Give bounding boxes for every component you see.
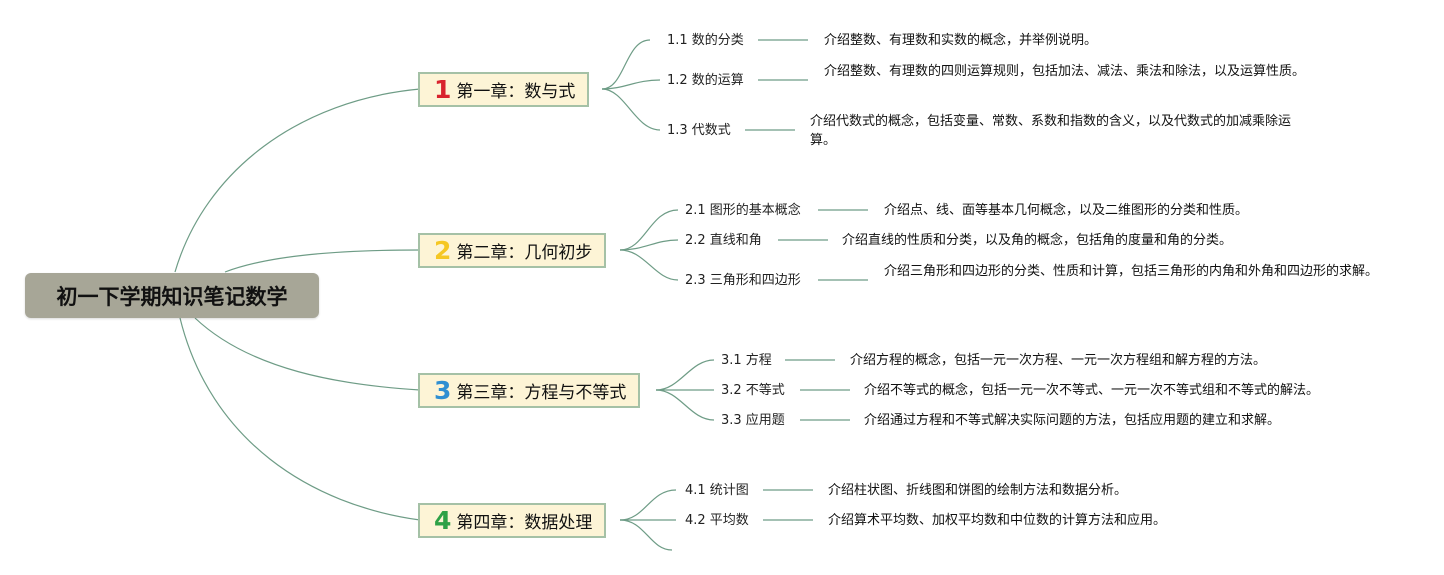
number-1-icon: 1 [434,75,452,104]
section-3-3-desc: 介绍通过方程和不等式解决实际问题的方法，包括应用题的建立和求解。 [864,413,1281,428]
number-2-icon: 2 [434,236,452,265]
section-1-2[interactable]: 1.2 数的运算 [667,73,744,88]
chapter-3-title: 第三章：方程与不等式 [456,383,627,403]
number-4-icon: 4 [434,506,452,535]
chapter-2-node[interactable]: 2 第二章：几何初步 [418,233,607,268]
chapter-1-node[interactable]: 1 第一章：数与式 [418,72,590,107]
section-3-2-desc: 介绍不等式的概念，包括一元一次不等式、一元一次不等式组和不等式的解法。 [864,383,1320,398]
section-2-1[interactable]: 2.1 图形的基本概念 [685,203,801,218]
section-2-2-desc: 介绍直线的性质和分类，以及角的概念，包括角的度量和角的分类。 [842,233,1233,248]
link-root-ch2 [224,249,421,273]
section-2-1-desc: 介绍点、线、面等基本几何概念，以及二维图形的分类和性质。 [884,203,1249,218]
section-4-1[interactable]: 4.1 统计图 [685,483,749,498]
section-3-2[interactable]: 3.2 不等式 [721,383,785,398]
link-root-ch4 [179,317,421,521]
section-4-2[interactable]: 4.2 平均数 [685,513,749,528]
section-2-3-desc: 介绍三角形和四边形的分类、性质和计算，包括三角形的内角和外角和四边形的求解。 [884,264,1379,279]
link-root-ch3 [194,317,421,391]
section-1-1[interactable]: 1.1 数的分类 [667,33,744,48]
section-3-1[interactable]: 3.1 方程 [721,353,772,368]
section-1-3[interactable]: 1.3 代数式 [667,123,731,138]
root-title: 初一下学期知识笔记数学 [56,284,288,309]
number-3-icon: 3 [434,376,452,405]
chapter-3-node[interactable]: 3 第三章：方程与不等式 [418,373,641,408]
section-1-1-desc: 介绍整数、有理数和实数的概念，并举例说明。 [824,33,1098,48]
section-3-3[interactable]: 3.3 应用题 [721,413,785,428]
section-4-1-desc: 介绍柱状图、折线图和饼图的绘制方法和数据分析。 [828,483,1128,498]
section-2-2[interactable]: 2.2 直线和角 [685,233,762,248]
section-1-3-desc: 介绍代数式的概念，包括变量、常数、系数和指数的含义，以及代数式的加减乘除运算。 [810,114,1292,148]
chapter-1-title: 第一章：数与式 [456,82,576,102]
section-1-2-desc: 介绍整数、有理数的四则运算规则，包括加法、减法、乘法和除法，以及运算性质。 [824,64,1306,79]
chapter-4-node[interactable]: 4 第四章：数据处理 [418,503,607,538]
section-2-3[interactable]: 2.3 三角形和四边形 [685,273,801,288]
section-3-1-desc: 介绍方程的概念，包括一元一次方程、一元一次方程组和解方程的方法。 [850,353,1267,368]
link-root-ch1 [174,88,421,273]
section-4-2-desc: 介绍算术平均数、加权平均数和中位数的计算方法和应用。 [828,513,1167,528]
root-topic[interactable]: 初一下学期知识笔记数学 [25,273,319,318]
chapter-2-title: 第二章：几何初步 [456,243,593,263]
chapter-4-title: 第四章：数据处理 [456,513,593,533]
